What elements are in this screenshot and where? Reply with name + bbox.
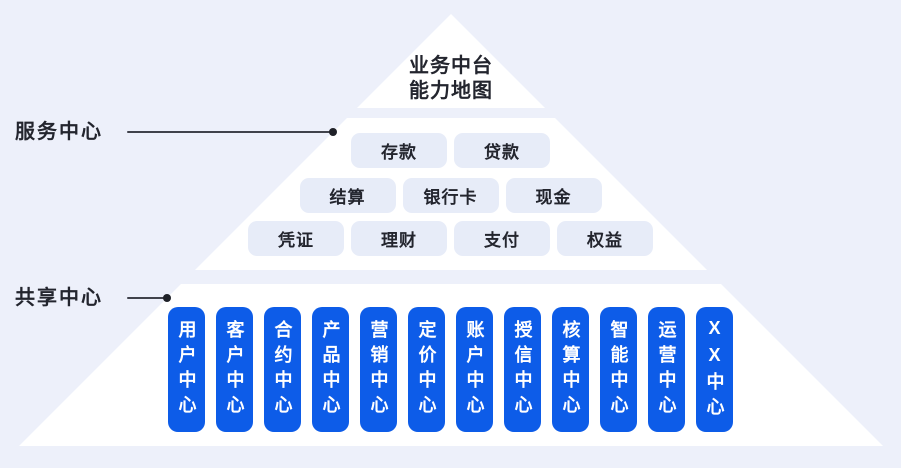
capability-pill: 支付 — [454, 221, 550, 256]
shared-center-pill: 账户中心 — [456, 307, 493, 432]
shared-center-pill-label: 运营中心 — [656, 319, 677, 420]
pyramid-title-line1: 业务中台 — [409, 55, 493, 77]
capability-pill: 贷款 — [454, 133, 550, 168]
capability-pill: 权益 — [557, 221, 653, 256]
shared-center-pill-label: 产品中心 — [320, 319, 341, 420]
shared-center-pill-label: 智能中心 — [608, 319, 629, 420]
shared-center-pill-label: 核算中心 — [560, 319, 581, 420]
capability-pill: 理财 — [351, 221, 447, 256]
shared-center-pill-label: 定价中心 — [416, 319, 437, 420]
shared-center-pill: 营销中心 — [360, 307, 397, 432]
shared-center-pill: XX中心 — [696, 307, 733, 432]
service-row-2: 结算 银行卡 现金 — [0, 178, 901, 213]
capability-pill: 银行卡 — [402, 178, 499, 213]
shared-center-pill-label: 客户中心 — [224, 319, 245, 420]
capability-pill: 结算 — [299, 178, 396, 213]
shared-center-connector-dot — [163, 294, 171, 302]
shared-center-pill: 合约中心 — [264, 307, 301, 432]
shared-center-pill-label: 账户中心 — [464, 319, 485, 420]
shared-center-pill: 智能中心 — [600, 307, 637, 432]
shared-center-pill-label: 授信中心 — [512, 319, 533, 420]
service-center-label: 服务中心 — [15, 121, 103, 143]
pyramid-title-line2: 能力地图 — [409, 80, 493, 102]
shared-center-pill: 定价中心 — [408, 307, 445, 432]
shared-center-pill-label: XX中心 — [704, 317, 725, 422]
shared-center-pill: 核算中心 — [552, 307, 589, 432]
shared-center-pill: 授信中心 — [504, 307, 541, 432]
shared-center-label: 共享中心 — [15, 287, 103, 309]
capability-pill: 现金 — [505, 178, 602, 213]
pyramid-title: 业务中台 能力地图 — [351, 54, 551, 104]
pyramid-top-segment — [357, 14, 545, 108]
capability-pill: 存款 — [351, 133, 447, 168]
service-center-connector-line — [127, 128, 337, 136]
shared-center-pill: 客户中心 — [216, 307, 253, 432]
shared-center-pill: 用户中心 — [168, 307, 205, 432]
shared-center-pill: 产品中心 — [312, 307, 349, 432]
capability-pill: 凭证 — [248, 221, 344, 256]
service-row-1: 存款 贷款 — [0, 133, 901, 168]
shared-center-pill: 运营中心 — [648, 307, 685, 432]
shared-center-pill-label: 营销中心 — [368, 319, 389, 420]
service-row-3: 凭证 理财 支付 权益 — [0, 221, 901, 256]
shared-center-connector-line — [127, 294, 171, 302]
shared-center-pill-label: 合约中心 — [272, 319, 293, 420]
shared-center-pill-label: 用户中心 — [176, 319, 197, 420]
shared-center-row: 用户中心 客户中心 合约中心 产品中心 营销中心 定价中心 账户中心 授信中心 … — [0, 307, 901, 432]
service-center-connector-dot — [329, 128, 337, 136]
